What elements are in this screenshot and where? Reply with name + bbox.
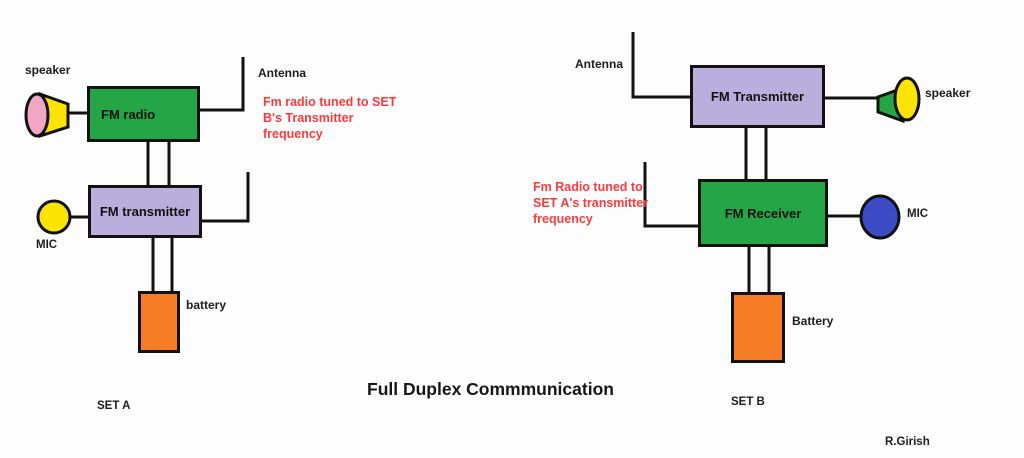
battery-b-label: Battery [792,314,834,328]
note-set-a-line3: frequency [263,127,323,141]
antenna-b2-line [643,162,700,228]
set-b-label: SET B [731,396,765,408]
fm-receiver-box-label: FM Receiver [724,205,802,221]
mic-b-label: MIC [907,208,929,220]
fm-receiver-box: FM Receiver [698,179,828,247]
antenna-a-label: Antenna [258,66,306,80]
fm-transmitter-b-box-label: FM Transmitter [710,89,805,104]
antenna-a2-line [201,172,250,223]
diagram-title: Full Duplex Commmunication [367,379,614,399]
battery-a-label: battery [186,298,227,312]
antenna-b1-line [631,32,692,99]
speaker-a-label: speaker [25,63,71,77]
note-set-a-line1: Fm radio tuned to SET [263,95,397,109]
note-set-a-line2: B's Transmitter [263,111,354,125]
antenna-b-label: Antenna [575,57,623,71]
fm-transmitter-b-box: FM Transmitter [690,65,825,128]
mic-a-icon [36,199,72,235]
note-set-b-line1: Fm Radio tuned to [533,180,643,194]
mic-a-label: MIC [36,239,58,251]
fm-radio-box: FM radio [87,86,200,142]
speaker-a-icon [24,91,70,139]
fm-radio-box-label: FM radio [101,106,156,122]
note-set-a: Fm radio tuned to SET B's Transmitter fr… [263,94,396,142]
mic-b-icon [859,194,901,240]
speaker-b-icon [876,76,921,124]
battery-b-box [731,292,785,363]
note-set-b-line3: frequency [533,212,593,226]
fm-transmitter-a-box: FM transmitter [88,185,202,238]
fm-transmitter-a-box-label: FM transmitter [99,204,191,219]
antenna-a1-line [199,57,245,112]
note-set-b: Fm Radio tuned to SET A's transmitter fr… [533,179,648,227]
speaker-b-label: speaker [925,86,971,100]
set-a-label: SET A [97,400,131,412]
note-set-b-line2: SET A's transmitter [533,196,649,210]
credit-text: R.Girish [885,436,930,448]
battery-a-box [138,291,180,353]
